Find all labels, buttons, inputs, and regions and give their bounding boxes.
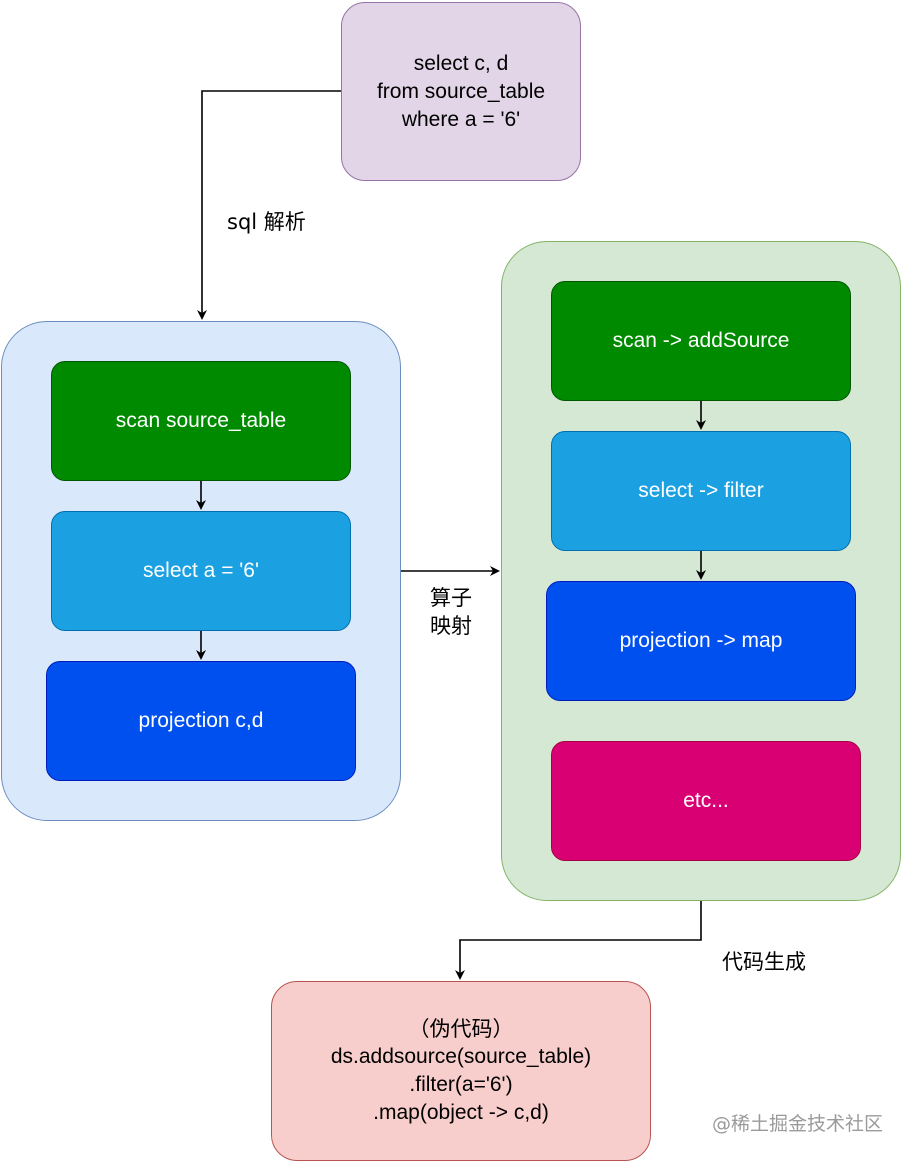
edge-sql-to-logical	[197, 90, 341, 320]
sql-query-box[interactable]: select c, d from source_table where a = …	[341, 2, 581, 181]
code-line-2: ds.addsource(source_table)	[330, 1045, 592, 1068]
edge-label-operator-mapping-line-1: 算子	[430, 586, 472, 610]
physical-projection-node[interactable]: projection -> map	[546, 581, 856, 701]
edge-label-operator-mapping: 算子 映射	[426, 584, 476, 640]
logical-projection-node[interactable]: projection c,d	[46, 661, 356, 781]
sql-line-2: from source_table	[376, 79, 546, 103]
edge-label-code-gen: 代码生成	[722, 950, 806, 974]
watermark: @稀土掘金技术社区	[712, 1113, 884, 1135]
physical-select-label: select -> filter	[638, 479, 764, 502]
physical-select-node[interactable]: select -> filter	[551, 431, 851, 551]
logical-scan-node[interactable]: scan source_table	[51, 361, 351, 481]
edge-physical-to-code	[455, 901, 702, 980]
code-line-3: .filter(a='6')	[409, 1073, 513, 1096]
physical-scan-label: scan -> addSource	[612, 329, 790, 352]
edge-label-sql-parse: sql 解析	[227, 210, 306, 234]
logical-projection-label: projection c,d	[138, 709, 264, 732]
physical-scan-node[interactable]: scan -> addSource	[551, 281, 851, 401]
code-line-1: （伪代码）	[408, 1017, 514, 1041]
logical-select-label: select a = '6'	[142, 559, 259, 582]
code-output-box[interactable]: （伪代码） ds.addsource(source_table) .filter…	[271, 981, 651, 1161]
sql-line-3: where a = '6'	[401, 107, 521, 131]
edge-label-operator-mapping-line-2: 映射	[430, 614, 472, 638]
logical-scan-label: scan source_table	[115, 409, 287, 432]
sql-line-1: select c, d	[413, 51, 509, 75]
code-line-4: .map(object -> c,d)	[373, 1101, 549, 1124]
physical-etc-label: etc...	[683, 789, 729, 812]
physical-etc-node[interactable]: etc...	[551, 741, 861, 861]
physical-projection-label: projection -> map	[619, 629, 783, 652]
logical-select-node[interactable]: select a = '6'	[51, 511, 351, 631]
